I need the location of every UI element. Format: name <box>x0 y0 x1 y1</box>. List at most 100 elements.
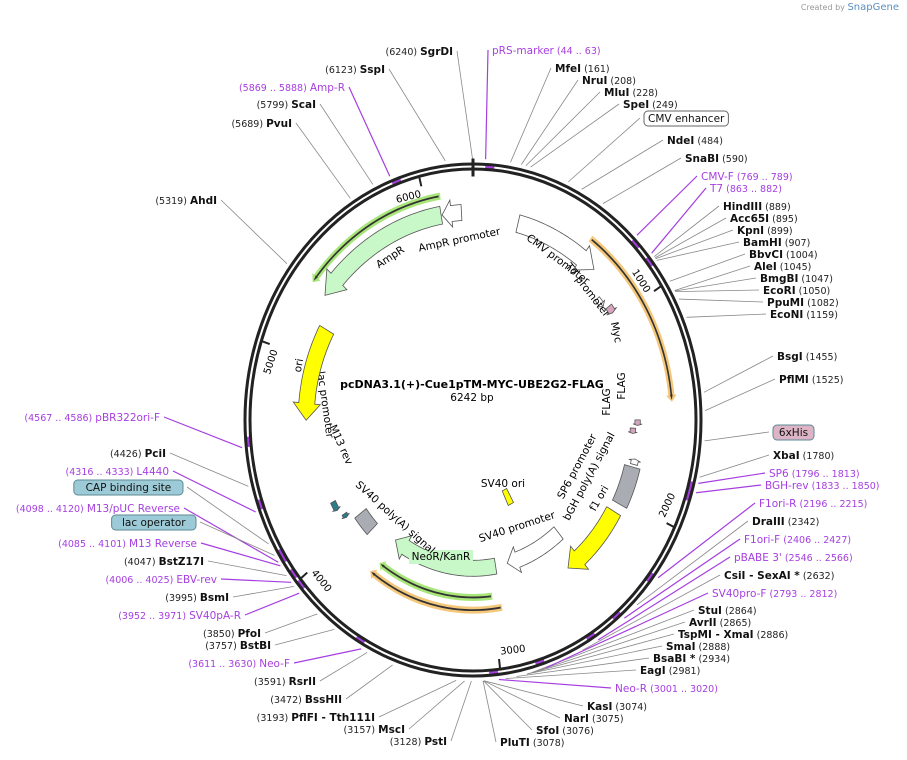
enzyme-label-csii-sexai-[interactable]: CsiI - SexAI * (2632) <box>724 570 834 582</box>
site-text: (3193) PflFI - Tth111I <box>257 712 375 724</box>
primer-label-f1ori-f[interactable]: F1ori-F (2406 .. 2427) <box>744 534 851 546</box>
enzyme-label-eagi[interactable]: EagI (2981) <box>640 665 700 677</box>
primer-label-pbr322ori-f[interactable]: (4567 .. 4586) pBR322ori-F <box>24 412 160 424</box>
enzyme-label-sfoi[interactable]: SfoI (3076) <box>536 725 594 737</box>
enzyme-label-bmgbi[interactable]: BmgBI (1047) <box>760 273 833 285</box>
primer-label-sv40pro-f[interactable]: SV40pro-F (2793 .. 2812) <box>712 588 837 600</box>
site-location: (2865) <box>720 618 752 629</box>
site-name: SnaBI <box>685 153 719 165</box>
enzyme-label-acc65i[interactable]: Acc65I (895) <box>730 213 798 225</box>
feature-ori[interactable] <box>292 324 335 421</box>
enzyme-label-sspi[interactable]: (6123) SspI <box>325 64 385 76</box>
site-text: SP6 (1796 .. 1813) <box>769 468 860 480</box>
primer-label-t7[interactable]: T7 (863 .. 882) <box>709 183 782 195</box>
credit-brand: SnapGene <box>847 2 899 13</box>
enzyme-label-mlui[interactable]: MluI (228) <box>604 87 658 99</box>
site-text: (3157) MscI <box>344 724 405 736</box>
enzyme-label-scai[interactable]: (5799) ScaI <box>257 99 316 111</box>
feature-ampr[interactable] <box>324 205 443 296</box>
leader-line <box>704 431 770 442</box>
enzyme-label-mfei[interactable]: MfeI (161) <box>555 63 610 75</box>
enzyme-label-ecori[interactable]: EcoRI (1050) <box>763 285 830 297</box>
enzyme-label-bsgi[interactable]: BsgI (1455) <box>777 351 837 363</box>
feature-label: SV40 ori <box>481 478 525 490</box>
feature-flag[interactable] <box>632 419 643 426</box>
enzyme-label-pcii[interactable]: (4426) PciI <box>110 448 166 460</box>
primer-label-pbabe-3-[interactable]: pBABE 3' (2546 .. 2566) <box>734 552 853 564</box>
primer-mark <box>688 481 693 492</box>
feature-myc[interactable] <box>605 303 617 316</box>
primer-label-ebv-rev[interactable]: (4006 .. 4025) EBV-rev <box>105 574 217 586</box>
enzyme-label-bbvci[interactable]: BbvCI (1004) <box>749 249 818 261</box>
feature-bgh-poly-a-signal[interactable] <box>611 464 641 509</box>
enzyme-label-pflmi[interactable]: PflMI (1525) <box>779 374 843 386</box>
feature-cmv-promoter[interactable] <box>515 214 595 271</box>
enzyme-label-alei[interactable]: AleI (1045) <box>754 261 811 273</box>
primer-label-l4440[interactable]: (4316 .. 4333) L4440 <box>66 466 169 478</box>
enzyme-label-sgrdi[interactable]: (6240) SgrDI <box>385 46 453 58</box>
site-name: NdeI <box>667 135 694 147</box>
enzyme-label-ppumi[interactable]: PpuMI (1082) <box>767 297 839 309</box>
enzyme-label-pluti[interactable]: PluTI (3078) <box>500 737 564 749</box>
enzyme-label-hindiii[interactable]: HindIII (889) <box>723 201 791 213</box>
primer-label-m13-reverse[interactable]: (4085 .. 4101) M13 Reverse <box>58 538 197 550</box>
primer-label-bgh-rev[interactable]: BGH-rev (1833 .. 1850) <box>765 480 880 492</box>
enzyme-label-bsmi[interactable]: (3995) BsmI <box>165 592 229 604</box>
feature-label-lac-operator[interactable]: lac operator <box>111 514 197 531</box>
feature-sv40-promoter[interactable] <box>506 526 564 574</box>
enzyme-label-kasi[interactable]: KasI (3074) <box>587 701 647 713</box>
enzyme-label-tspmi-xmai[interactable]: TspMI - XmaI (2886) <box>678 629 788 641</box>
site-text: (4567 .. 4586) pBR322ori-F <box>24 412 160 424</box>
feature-f1-ori[interactable] <box>567 506 622 570</box>
enzyme-label-psti[interactable]: (3128) PstI <box>390 736 447 748</box>
primer-label-sp6[interactable]: SP6 (1796 .. 1813) <box>769 468 860 480</box>
enzyme-label-snabi[interactable]: SnaBI (590) <box>685 153 748 165</box>
primer-label-neo-r[interactable]: Neo-R (3001 .. 3020) <box>615 683 718 695</box>
feature-sv40-ori[interactable] <box>501 487 515 507</box>
leader-line <box>498 678 612 689</box>
enzyme-label-nari[interactable]: NarI (3075) <box>564 713 624 725</box>
enzyme-label-kpni[interactable]: KpnI (899) <box>737 225 793 237</box>
primer-label-sv40pa-r[interactable]: (3952 .. 3971) SV40pA-R <box>118 610 241 622</box>
primer-label-cmv-f[interactable]: CMV-F (769 .. 789) <box>701 171 793 183</box>
enzyme-label-msci[interactable]: (3157) MscI <box>344 724 405 736</box>
enzyme-label-rsrii[interactable]: (3591) RsrII <box>254 676 316 688</box>
enzyme-label-ahdi[interactable]: (5319) AhdI <box>155 195 217 207</box>
enzyme-label-pfoi[interactable]: (3850) PfoI <box>203 628 261 640</box>
feature-flag[interactable] <box>628 427 638 434</box>
enzyme-label-smai[interactable]: SmaI (2888) <box>666 641 730 653</box>
enzyme-label-pflfi-tth111i[interactable]: (3193) PflFI - Tth111I <box>257 712 375 724</box>
enzyme-label-econi[interactable]: EcoNI (1159) <box>770 309 838 321</box>
feature-label-cmv-enhancer[interactable]: CMV enhancer <box>643 110 729 127</box>
enzyme-label-ndei[interactable]: NdeI (484) <box>667 135 723 147</box>
enzyme-label-draiii[interactable]: DraIII (2342) <box>752 516 819 528</box>
site-location: (1159) <box>806 310 838 321</box>
primer-label-prs-marker[interactable]: pRS-marker (44 .. 63) <box>492 45 601 57</box>
primer-label-neo-f[interactable]: (3611 .. 3630) Neo-F <box>188 658 290 670</box>
feature-t7-promoter[interactable] <box>594 296 606 308</box>
primer-label-f1ori-r[interactable]: F1ori-R (2196 .. 2215) <box>759 498 867 510</box>
site-location: (5799) <box>257 100 289 111</box>
primer-mark <box>645 257 654 267</box>
feature-sv40-poly-a-signal[interactable] <box>354 507 378 536</box>
primer-label-amp-r[interactable]: (5869 .. 5888) Amp-R <box>239 82 345 94</box>
enzyme-label-nrui[interactable]: NruI (208) <box>582 75 636 87</box>
enzyme-label-spei[interactable]: SpeI (249) <box>623 99 678 111</box>
enzyme-label-bsshii[interactable]: (3472) BssHII <box>270 694 342 706</box>
feature-sp6-promoter[interactable] <box>628 458 641 466</box>
enzyme-label-pvui[interactable]: (5689) PvuI <box>231 118 292 130</box>
feature-m13-rev[interactable] <box>341 511 350 520</box>
enzyme-label-avrii[interactable]: AvrII (2865) <box>689 617 751 629</box>
feature-ampr-promoter[interactable] <box>441 198 463 229</box>
primer-label-m13-puc-reverse[interactable]: (4098 .. 4120) M13/pUC Reverse <box>16 503 180 515</box>
enzyme-label-bstbi[interactable]: (3757) BstBI <box>205 640 271 652</box>
enzyme-label-stui[interactable]: StuI (2864) <box>698 605 757 617</box>
feature-label-cap-binding-site[interactable]: CAP binding site <box>73 479 184 496</box>
enzyme-label-bamhi[interactable]: BamHI (907) <box>743 237 810 249</box>
enzyme-label-bstz17i[interactable]: (4047) BstZ17I <box>124 556 204 568</box>
feature-lac-promoter[interactable] <box>330 499 341 512</box>
enzyme-label-xbai[interactable]: XbaI (1780) <box>773 450 834 462</box>
feature-label-6xhis[interactable]: 6xHis <box>772 424 815 441</box>
enzyme-label-bsabi-[interactable]: BsaBI * (2934) <box>653 653 730 665</box>
leader-line <box>505 669 637 679</box>
